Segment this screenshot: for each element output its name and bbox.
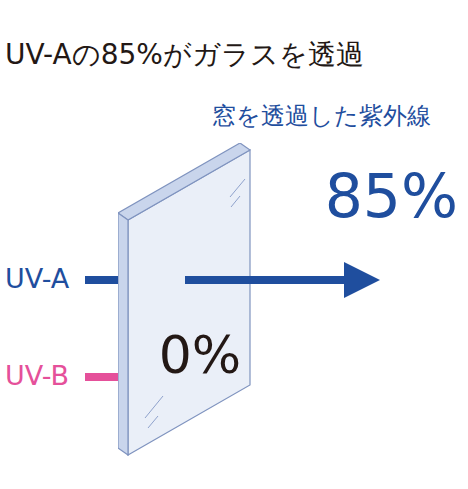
glass-glint bbox=[231, 196, 240, 207]
percent-value: 85% bbox=[325, 160, 458, 232]
uv-a-bar bbox=[85, 276, 118, 284]
caption-text: 窓を透過した紫外線 bbox=[212, 102, 431, 131]
glass-outline bbox=[118, 143, 251, 456]
glass-top-edge bbox=[118, 143, 250, 220]
glass-pane: 0% bbox=[118, 143, 251, 456]
uv-a-arrowhead bbox=[344, 262, 380, 298]
glass-glint bbox=[230, 179, 245, 197]
glass-side-edge bbox=[118, 213, 128, 455]
glass-face bbox=[128, 150, 250, 455]
uv-b-label: UV-B bbox=[5, 360, 69, 392]
title: UV-Aの85%がガラスを透過 bbox=[5, 38, 364, 72]
uv-b-bar bbox=[85, 373, 118, 381]
glass-glint bbox=[145, 396, 163, 418]
uv-a-arrow-shaft bbox=[185, 276, 347, 284]
glass-glint bbox=[148, 416, 158, 428]
percent-value: 0% bbox=[159, 324, 242, 386]
uv-a-label: UV-A bbox=[5, 263, 69, 295]
